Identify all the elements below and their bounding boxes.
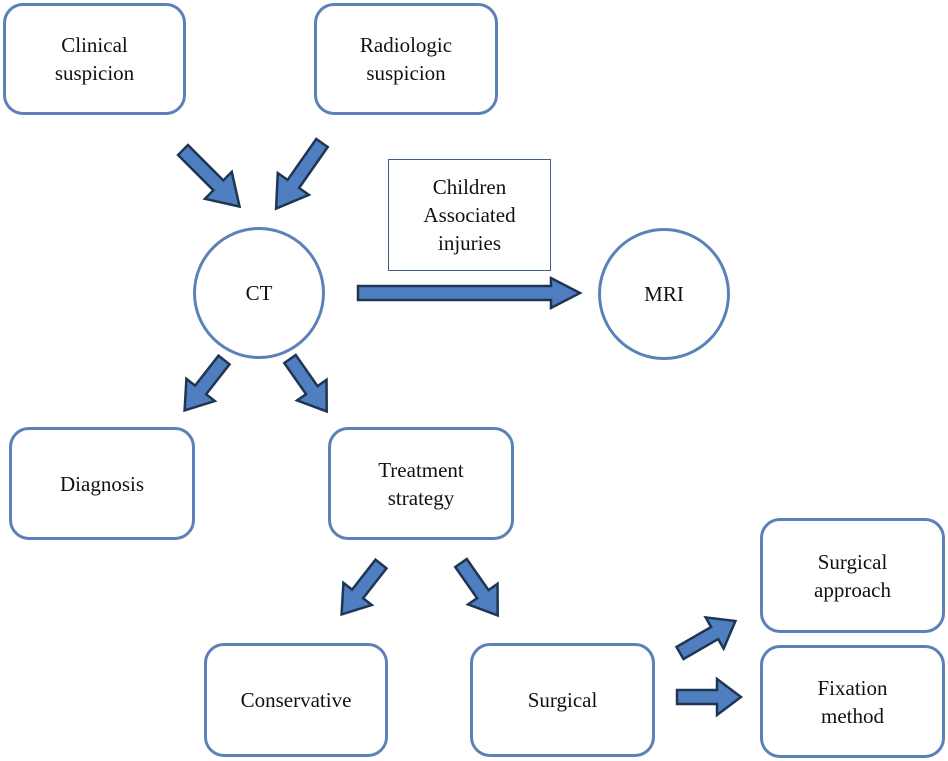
node-surgical-approach-label: Surgical approach bbox=[814, 549, 891, 602]
arrow-ct-to-treatment bbox=[282, 353, 328, 414]
node-treatment-strategy-label: Treatment strategy bbox=[378, 457, 464, 510]
arrow-ct-to-mri bbox=[356, 275, 583, 311]
node-fixation-method: Fixation method bbox=[760, 645, 945, 758]
node-mri-label: MRI bbox=[644, 282, 684, 306]
node-surgical-approach: Surgical approach bbox=[760, 518, 945, 633]
arrow-treatment-to-conservative bbox=[340, 557, 389, 617]
arrow-surgical-to-approach bbox=[674, 615, 738, 661]
arrow-ct-to-diagnosis bbox=[183, 353, 232, 413]
node-surgical: Surgical bbox=[470, 643, 655, 757]
arrow-treatment-to-surgical bbox=[453, 557, 499, 618]
arrow-surgical-to-fixation bbox=[675, 676, 744, 718]
node-diagnosis: Diagnosis bbox=[9, 427, 195, 540]
node-radiologic-suspicion: Radiologic suspicion bbox=[314, 3, 498, 115]
node-diagnosis-label: Diagnosis bbox=[60, 471, 144, 496]
node-mri: MRI bbox=[598, 228, 730, 360]
node-fixation-method-label: Fixation method bbox=[817, 675, 888, 728]
node-conservative: Conservative bbox=[204, 643, 388, 757]
arrow-clinical-to-ct bbox=[176, 143, 242, 209]
mri-condition-note: Children Associated injuries bbox=[388, 159, 551, 271]
arrow-radiologic-to-ct bbox=[274, 137, 330, 211]
node-radiologic-suspicion-label: Radiologic suspicion bbox=[359, 33, 453, 85]
node-treatment-strategy: Treatment strategy bbox=[328, 427, 514, 540]
node-ct-label: CT bbox=[245, 281, 273, 305]
mri-condition-label: Children Associated injuries bbox=[423, 175, 516, 255]
node-ct: CT bbox=[193, 227, 325, 359]
node-surgical-label: Surgical bbox=[527, 688, 598, 712]
node-clinical-suspicion-label: Clinical suspicion bbox=[54, 33, 135, 85]
node-clinical-suspicion: Clinical suspicion bbox=[3, 3, 186, 115]
node-conservative-label: Conservative bbox=[240, 688, 352, 712]
